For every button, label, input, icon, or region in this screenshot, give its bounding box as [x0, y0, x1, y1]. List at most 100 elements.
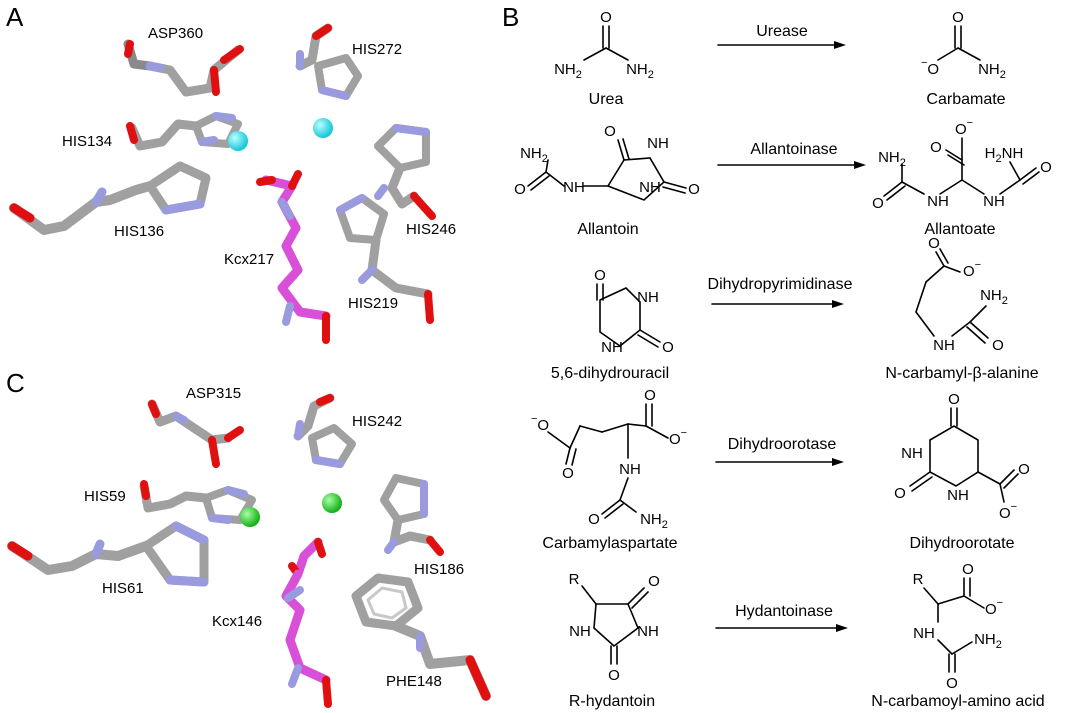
structure-dihydrouracil: O NH O NH	[594, 267, 674, 356]
svg-text:O: O	[962, 561, 974, 578]
residue-label: HIS246	[406, 221, 456, 238]
svg-text:NH: NH	[947, 487, 969, 504]
residue-label: Kcx217	[224, 251, 274, 268]
structure-allantoate: O− O NH NH NH2 O H2NH O	[872, 117, 1052, 212]
residue-label: PHE148	[386, 673, 442, 690]
panel-a: A	[6, 2, 456, 344]
svg-text:O: O	[930, 139, 942, 156]
svg-text:NH: NH	[637, 623, 659, 640]
svg-text:NH2: NH2	[520, 145, 548, 165]
svg-text:NH: NH	[569, 623, 591, 640]
structure-dihydroorotate: O NH O NH O O−	[894, 391, 1030, 522]
enzyme-label: Hydantoinase	[735, 603, 833, 620]
svg-text:O−: O−	[963, 259, 981, 280]
structure-carbamylaspartate: −O O O O− NH O NH2	[531, 387, 687, 531]
panel-letter-c: C	[6, 368, 25, 398]
residue-label: HIS186	[414, 561, 464, 578]
compound-name: R-hydantoin	[569, 693, 655, 710]
residue-stick-his272	[295, 23, 362, 100]
reaction-arrow	[715, 624, 848, 632]
svg-text:O: O	[1018, 461, 1030, 478]
enzyme-label: Urease	[756, 23, 808, 40]
compound-name: Urea	[589, 91, 624, 108]
svg-text:O: O	[952, 9, 964, 26]
compound-name: N-carbamyl-β-alanine	[885, 365, 1038, 382]
reaction-arrow	[717, 41, 846, 49]
metal-ion-a2	[313, 118, 333, 138]
compound-name: Carbamylaspartate	[542, 535, 677, 552]
structure-r-hydantoin: R O NH NH O	[569, 571, 660, 684]
enzyme-label: Dihydroorotase	[728, 436, 837, 453]
reaction-arrows	[711, 41, 866, 632]
svg-text:NH: NH	[983, 193, 1005, 210]
svg-text:NH2: NH2	[554, 61, 582, 81]
svg-text:NH: NH	[563, 179, 585, 196]
residue-label: HIS219	[348, 295, 398, 312]
svg-text:O: O	[928, 235, 940, 252]
structure-carbamoyl-amino-acid: R O O− NH NH2 O	[913, 561, 1003, 692]
svg-text:O: O	[608, 667, 620, 684]
structure-urea: O NH2 NH2	[554, 9, 654, 81]
svg-text:O: O	[948, 391, 960, 408]
residue-label: HIS242	[352, 413, 402, 430]
compound-name: Carbamate	[926, 91, 1005, 108]
residue-stick-asp315	[147, 399, 244, 468]
residue-label: HIS272	[352, 41, 402, 58]
residue-label: HIS59	[84, 488, 126, 505]
svg-text:R: R	[913, 571, 924, 588]
svg-text:O: O	[1040, 159, 1052, 176]
svg-text:H2NH: H2NH	[985, 145, 1024, 165]
svg-text:NH: NH	[933, 337, 955, 354]
svg-text:O: O	[648, 573, 660, 590]
svg-text:O−: O−	[955, 117, 973, 138]
compound-name: Allantoate	[924, 221, 995, 238]
metal-ion-a1	[228, 131, 248, 151]
svg-text:O: O	[662, 339, 674, 356]
svg-text:O: O	[688, 181, 700, 198]
reaction-arrow	[711, 300, 844, 308]
residue-stick-his134	[126, 112, 242, 151]
svg-text:NH2: NH2	[878, 149, 906, 169]
residue-stick-kcx217	[256, 170, 331, 344]
svg-text:NH2: NH2	[978, 61, 1006, 81]
svg-text:O: O	[514, 181, 526, 198]
residue-stick-his186	[380, 474, 444, 556]
svg-text:O−: O−	[999, 501, 1017, 522]
svg-text:NH: NH	[601, 339, 623, 356]
structure-allantoin: O NH O NH NH NH2 O	[514, 123, 700, 201]
svg-text:NH2: NH2	[974, 631, 1002, 651]
svg-text:NH: NH	[619, 461, 641, 478]
svg-text:NH: NH	[913, 625, 935, 642]
residue-stick-kcx146	[281, 537, 332, 708]
residue-label: HIS61	[102, 580, 144, 597]
svg-text:O: O	[644, 387, 656, 404]
svg-text:NH2: NH2	[626, 61, 654, 81]
svg-text:NH: NH	[639, 179, 661, 196]
residue-stick-his242	[293, 393, 356, 468]
svg-text:O: O	[946, 675, 958, 692]
svg-text:O: O	[588, 511, 600, 528]
svg-text:NH2: NH2	[980, 287, 1008, 307]
svg-text:−O: −O	[531, 413, 549, 434]
panel-letter-a: A	[6, 2, 24, 32]
metal-ion-c1	[240, 507, 260, 527]
residue-stick-his136	[9, 161, 211, 235]
svg-text:O: O	[992, 337, 1004, 354]
structure-carbamate: O −O NH2	[921, 9, 1006, 81]
panel-letter-b: B	[502, 2, 519, 32]
residue-label: ASP360	[148, 25, 203, 42]
svg-text:O: O	[600, 9, 612, 26]
reaction-arrow	[715, 458, 844, 466]
compound-name: Dihydroorotate	[910, 535, 1015, 552]
svg-text:O: O	[872, 195, 884, 212]
compound-name: 5,6-dihydrouracil	[551, 365, 669, 382]
svg-text:NH: NH	[647, 135, 669, 152]
svg-text:NH2: NH2	[640, 511, 668, 531]
enzyme-label: Dihydropyrimidinase	[708, 276, 853, 293]
svg-text:O: O	[894, 485, 906, 502]
svg-text:NH: NH	[901, 445, 923, 462]
svg-text:O: O	[594, 267, 606, 284]
panel-c: C	[6, 368, 491, 708]
residue-stick-asp360	[123, 39, 244, 97]
